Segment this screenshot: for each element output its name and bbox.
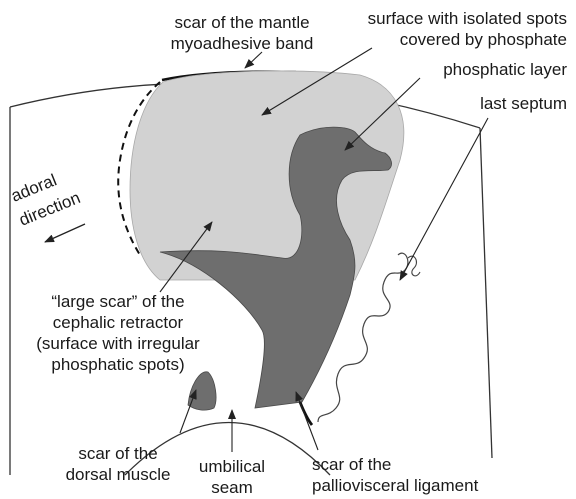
label-mantle-scar-line2: myoadhesive band <box>171 34 314 53</box>
label-large-scar-line1: “large scar” of the <box>51 292 184 311</box>
label-umbilical-seam-line2: seam <box>211 478 253 497</box>
arrow-dorsal-muscle <box>180 390 196 433</box>
label-isolated-spots-line2: covered by phosphate <box>400 30 567 49</box>
arrow-palliovisceral <box>296 392 318 450</box>
label-large-scar-line3: (surface with irregular <box>36 334 200 353</box>
label-mantle-scar-line1: scar of the mantle <box>174 13 309 32</box>
shell-right-wall <box>480 128 492 458</box>
label-isolated-spots-line1: surface with isolated spots <box>368 9 567 28</box>
dorsal-muscle-scar <box>188 372 216 410</box>
arrow-last-septum <box>400 118 488 280</box>
label-last-septum: last septum <box>480 94 567 113</box>
label-dorsal-muscle-line1: scar of the <box>78 444 157 463</box>
label-phosphatic-layer: phosphatic layer <box>443 60 567 79</box>
label-umbilical-seam-line1: umbilical <box>199 457 265 476</box>
adoral-direction-arrow <box>45 224 85 242</box>
label-palliovisceral-line2: palliovisceral ligament <box>312 476 479 495</box>
large-scar-cephalic-retractor <box>130 71 404 280</box>
label-dorsal-muscle-line2: dorsal muscle <box>66 465 171 484</box>
arrow-mantle-scar <box>245 52 262 68</box>
palliovisceral-ligament-scar <box>300 402 312 425</box>
label-palliovisceral-line1: scar of the <box>312 455 391 474</box>
septum-suture-minor <box>408 256 420 276</box>
label-large-scar-line2: cephalic retractor <box>53 313 184 332</box>
label-large-scar-line4: phosphatic spots) <box>51 355 184 374</box>
